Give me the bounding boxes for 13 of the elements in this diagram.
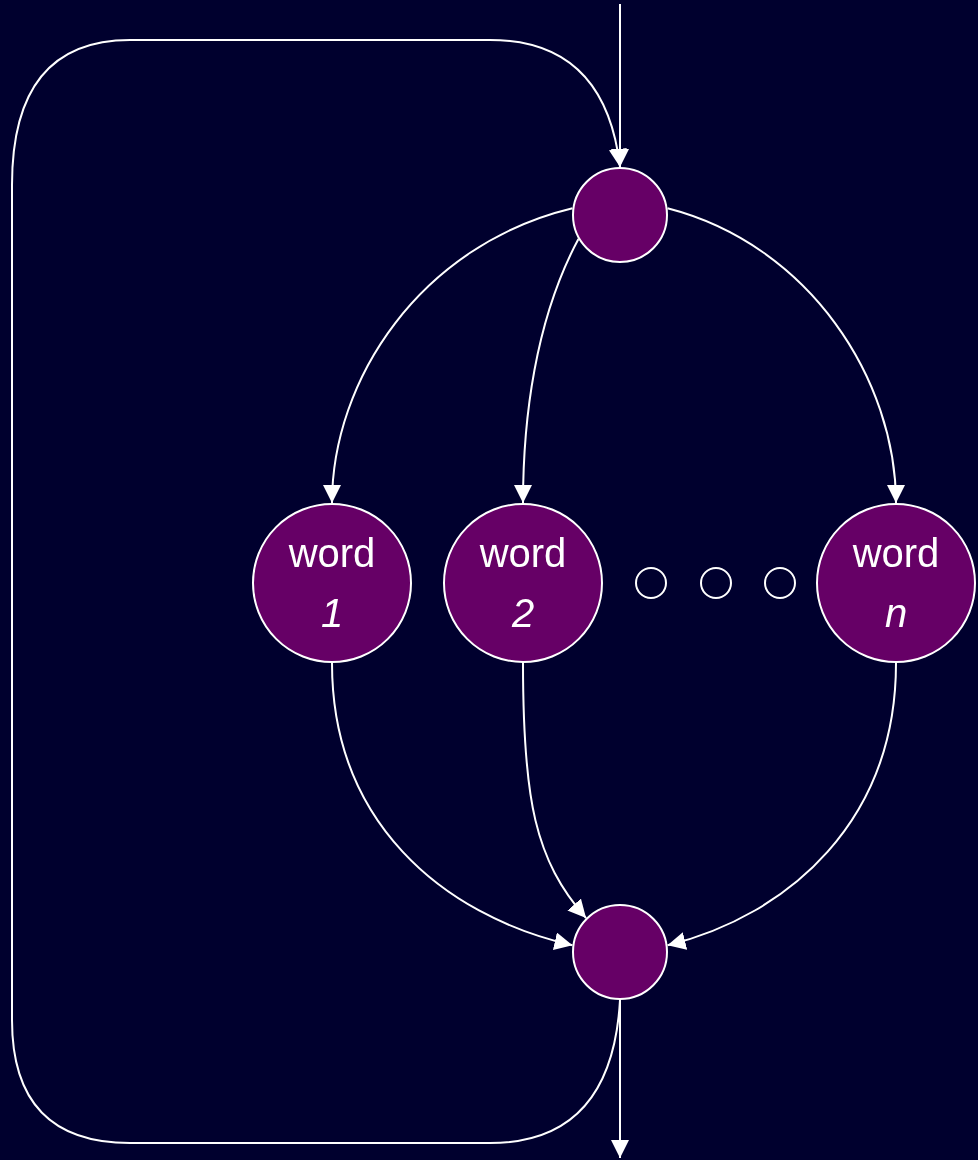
arrow	[331, 662, 574, 950]
arrow	[514, 238, 580, 504]
node-label: word 2	[478, 530, 568, 637]
arrow	[324, 207, 574, 504]
node-label: word 1	[287, 530, 377, 637]
arrow	[666, 207, 904, 504]
arrow	[666, 662, 897, 949]
arrow	[522, 662, 588, 920]
circle-node	[635, 567, 667, 599]
node-label: word n	[851, 530, 941, 637]
circle-node	[764, 567, 796, 599]
circle-node	[700, 567, 732, 599]
arrow	[11, 39, 627, 1144]
